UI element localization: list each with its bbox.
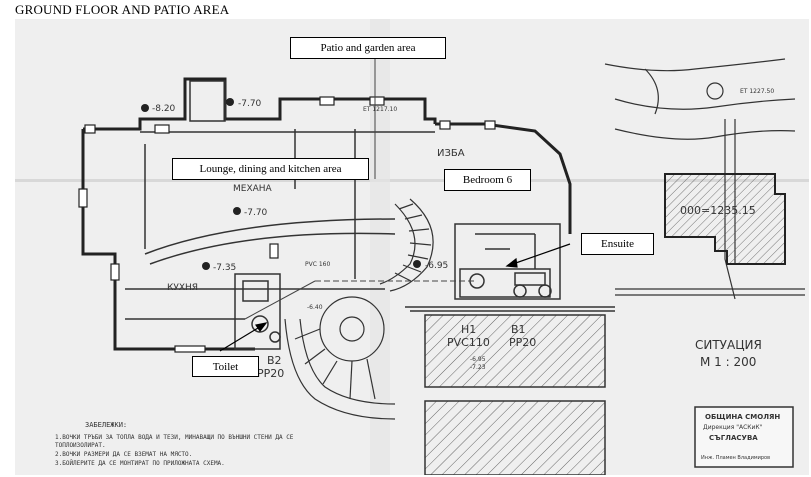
floor-plan-drawing: -8.20 -7.70 -7.70 -7.35 -6.95 ИЗБА МЕХАН… <box>15 19 809 475</box>
level-label: -6.95 <box>425 261 448 271</box>
area-label: 000=1235.15 <box>680 204 756 217</box>
level-label: -7.70 <box>244 208 268 218</box>
stamp-line: СЪГЛАСУВА <box>709 434 758 442</box>
callout-arrows <box>219 243 571 352</box>
notes-title: ЗАБЕЛЕЖКИ: <box>85 421 127 429</box>
windows <box>78 96 496 353</box>
level-label: -6.95 <box>470 356 486 363</box>
elevation-label: EТ 1217.10 <box>363 106 397 113</box>
spiral-staircase <box>379 198 434 292</box>
callout-ensuite: Ensuite <box>581 233 654 255</box>
room-label-kuhnya: КУХНЯ <box>167 283 198 293</box>
level-label: -7.70 <box>238 99 262 109</box>
pipe-label: PP20 <box>509 336 536 349</box>
floor-plan-sheet: -8.20 -7.70 -7.70 -7.35 -6.95 ИЗБА МЕХАН… <box>15 19 809 475</box>
house-footprint <box>664 173 786 265</box>
scale-label: M 1 : 200 <box>700 355 756 369</box>
situation-label: СИТУАЦИЯ <box>695 338 762 352</box>
callout-toilet: Toilet <box>192 356 259 377</box>
level-label: -6.40 <box>307 304 323 311</box>
note-line: 1.ВОЧКИ ТРЪБИ ЗА ТОПЛА ВОДА И ТЕЗИ, МИНА… <box>55 434 294 441</box>
callout-patio: Patio and garden area <box>290 37 446 59</box>
callout-bedroom: Bedroom 6 <box>444 169 531 191</box>
note-line: ТОПЛОИЗОЛИРАТ. <box>55 442 106 449</box>
pipe-label: PVC110 <box>447 336 490 349</box>
room-label-mehana: МЕХАНА <box>233 184 273 194</box>
level-label: -8.20 <box>152 104 176 114</box>
stamp-line: Дирекция "АСКиК" <box>703 424 763 431</box>
elevation-label: EТ 1227.50 <box>740 88 774 95</box>
toilet-room <box>234 273 281 350</box>
level-label: -7.35 <box>213 263 236 273</box>
lower-staircase <box>284 296 396 420</box>
page-title: GROUND FLOOR AND PATIO AREA <box>15 2 230 17</box>
pipe-label: PVC 160 <box>305 261 330 268</box>
stamp-line: ОБЩИНА СМОЛЯН <box>705 413 780 421</box>
pipe-label: H1 <box>461 323 476 336</box>
hatched-slabs <box>405 306 615 475</box>
room-label-izba: ИЗБА <box>437 148 465 159</box>
stamp-line: Инж. Пламен Владимиров <box>701 455 770 461</box>
pipe-label: B1 <box>511 323 526 336</box>
pipe-label: PP20 <box>257 367 284 380</box>
note-line: 3.БОЙЛЕРИТЕ ДА СЕ МОНТИРАТ ПО ПРИЛОЖНАТА… <box>55 460 225 467</box>
note-line: 2.ВОЧКИ РАЗМЕРИ ДА СЕ ВЗЕМАТ НА МЯСТО. <box>55 451 192 458</box>
level-markers <box>141 98 421 270</box>
approval-stamp: ОБЩИНА СМОЛЯН Дирекция "АСКиК" СЪГЛАСУВА… <box>694 406 794 468</box>
callout-lounge: Lounge, dining and kitchen area <box>172 158 369 180</box>
pipe-label: B2 <box>267 354 282 367</box>
bedroom-ensuite <box>454 223 561 300</box>
level-label: -7.23 <box>470 364 486 371</box>
